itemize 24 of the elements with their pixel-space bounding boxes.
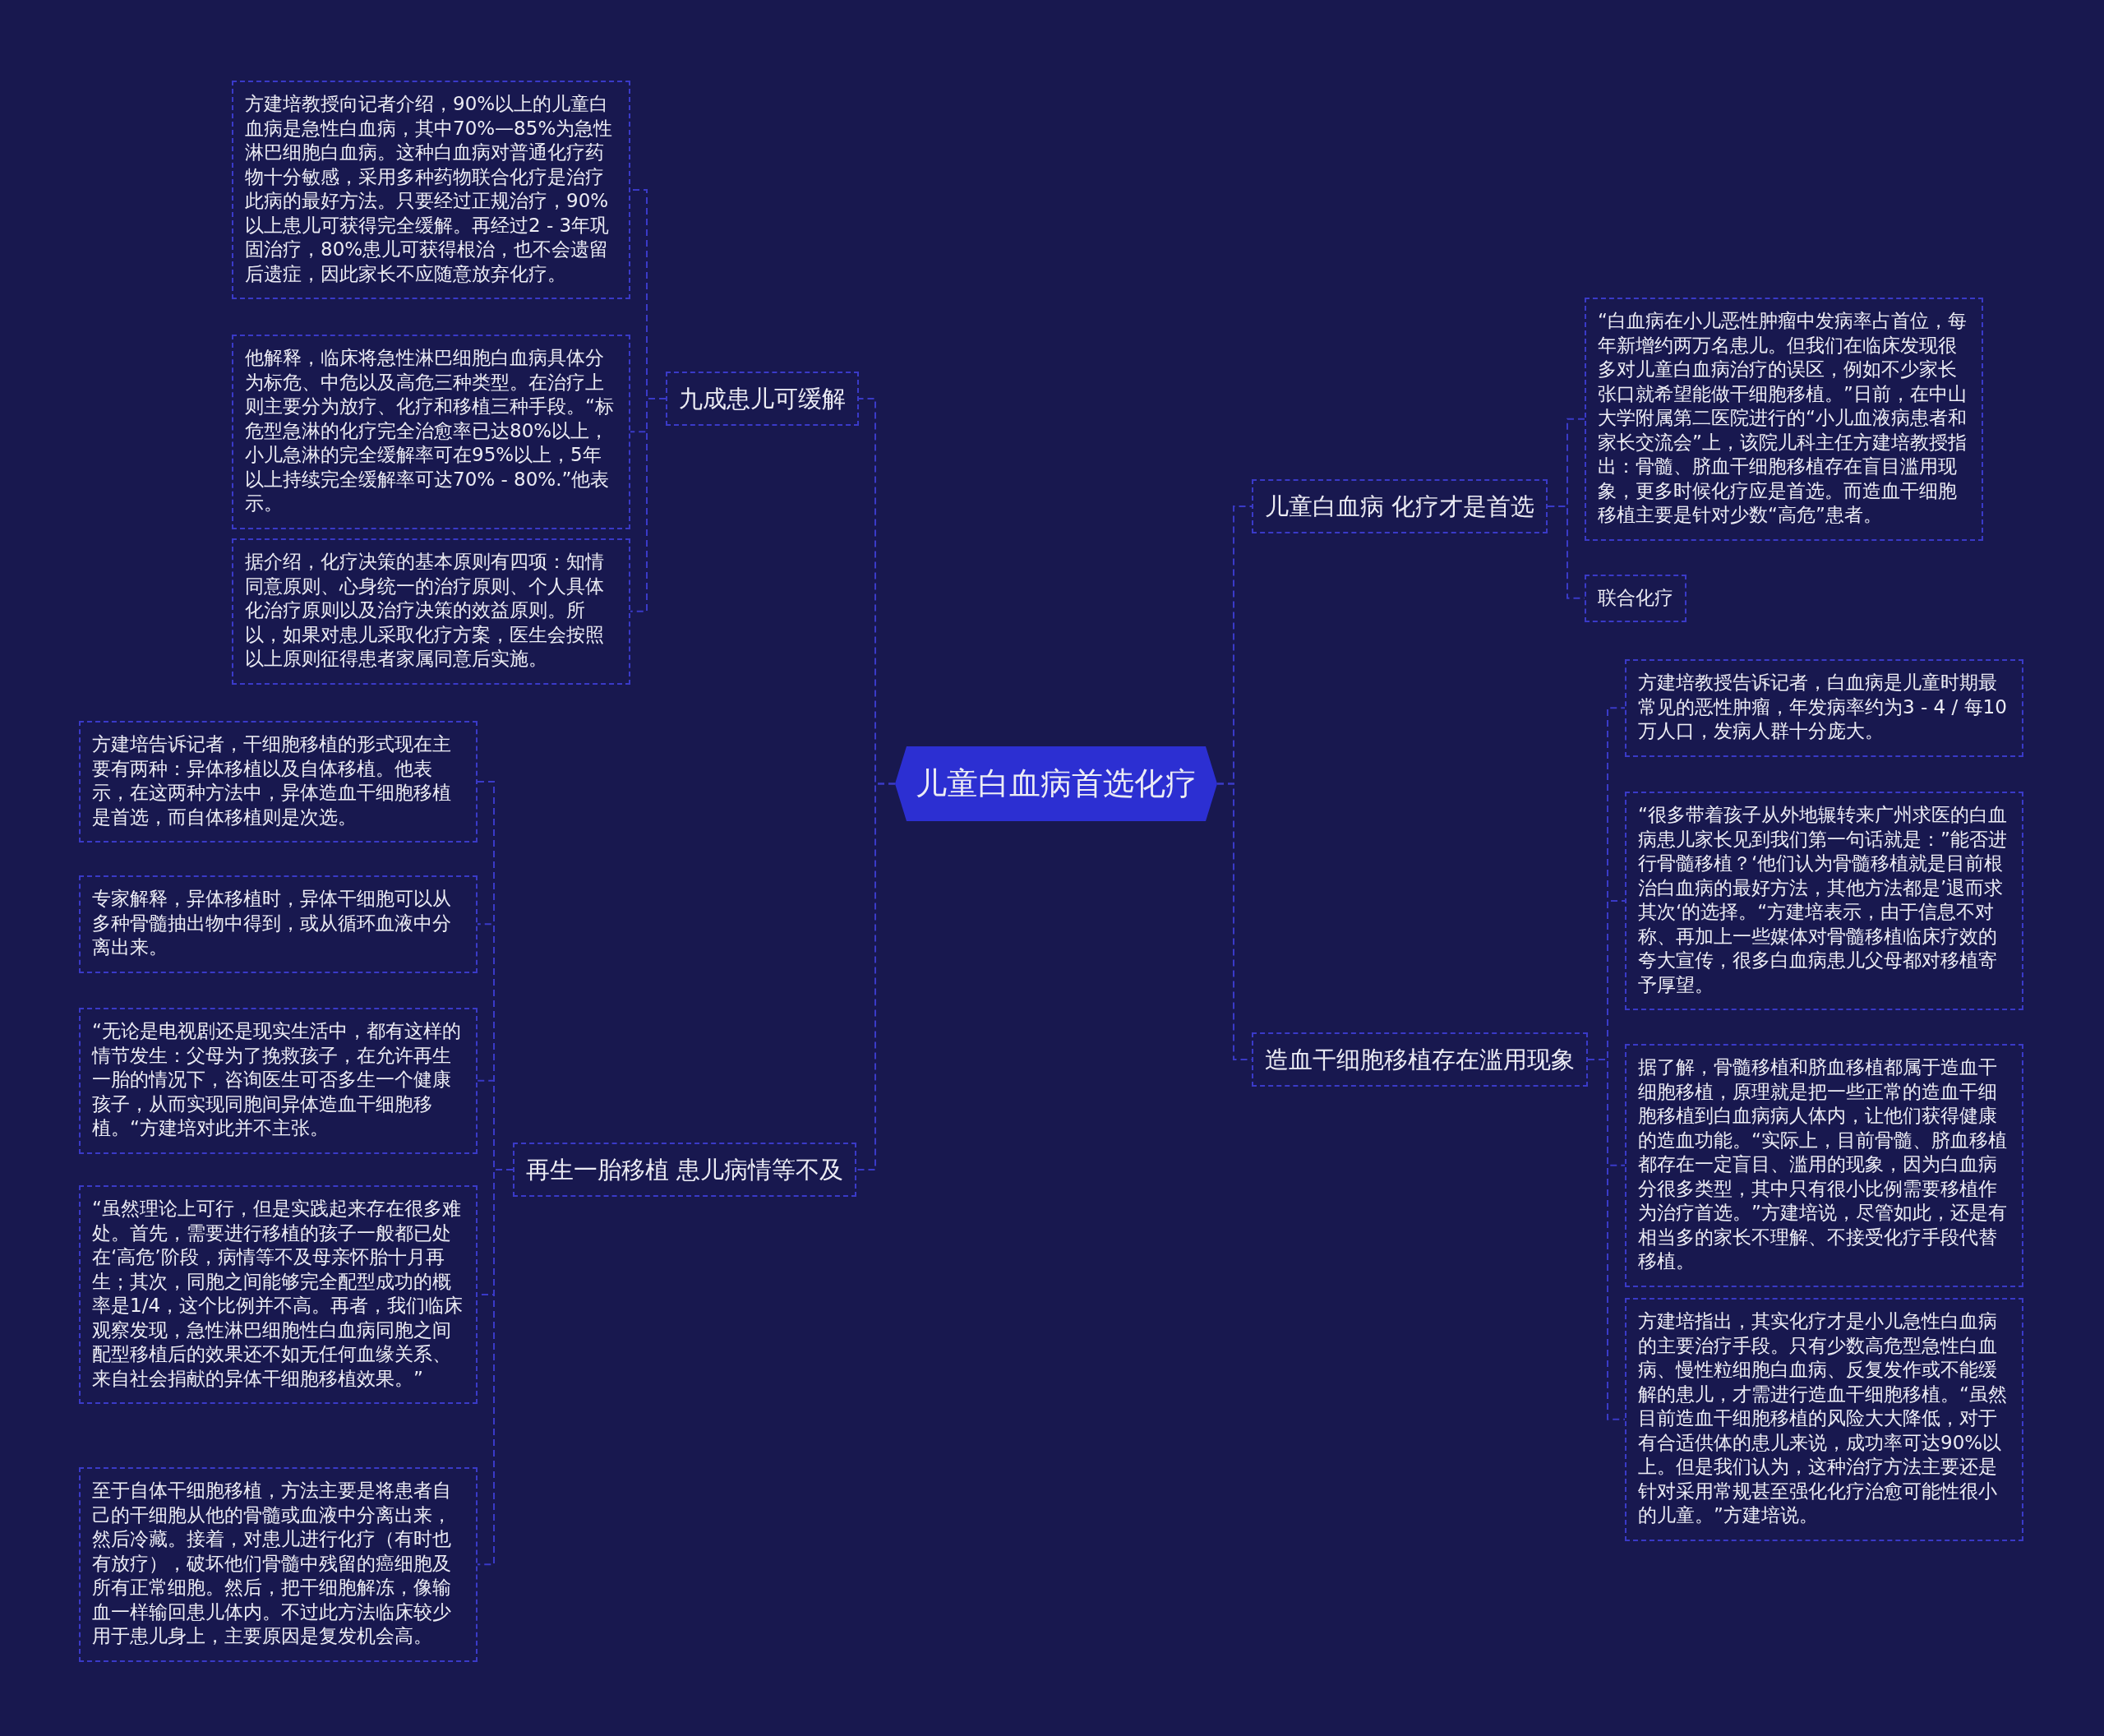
text-box: 至于自体干细胞移植，方法主要是将患者自己的干细胞从他的骨髓或血液中分离出来，然后冷藏。接着，对患儿进行化疗（有时也有放疗），破坏他们骨髓中残留的癌细胞及所有正常细胞。然后，把干细胞解冻，像输血一样输回患儿体内。不过此方法临床较少用于患儿身上，主要原因是复发机会高。 [79, 1467, 478, 1662]
topic-box: 九成患儿可缓解 [666, 372, 859, 426]
text-box: 方建培告诉记者，干细胞移植的形式现在主要有两种：异体移植以及自体移植。他表示，在这两种方法中，异体造血干细胞移植是首选，而自体移植则是次选。 [79, 721, 478, 843]
text-box: “白血病在小儿恶性肿瘤中发病率占首位，每年新增约两万名患儿。但我们在临床发现很多对儿童白血病治疗的误区，例如不少家长张口就希望能做干细胞移植。”日前，在中山大学附属第二医院进行的“小儿血液病患者和家长交流会”上，该院儿科主任方建培教授指出：骨髓、脐血干细胞移植存在盲目滥用现象，更多时候化疗应是首选。而造血干细胞移植主要是针对少数“高危”患者。 [1585, 298, 1983, 541]
text-box: “很多带着孩子从外地辗转来广州求医的白血病患儿家长见到我们第一句话就是：”能否进行骨髓移植？‘他们认为骨髓移植就是目前根治白血病的最好方法，其他方法都是’退而求其次‘的选择。“方建培表示，由于信息不对称、再加上一些媒体对骨髓移植临床疗效的夸大宣传，很多白血病患儿父母都对移植寄予厚望。 [1625, 792, 2023, 1010]
text-box: 方建培指出，其实化疗才是小儿急性白血病的主要治疗手段。只有少数高危型急性白血病、慢性粒细胞白血病、反复发作或不能缓解的患儿，才需进行造血干细胞移植。“虽然目前造血干细胞移植的风险大大降低，对于有合适供体的患儿来说，成功率可达90%以上。但是我们认为，这种治疗方法主要还是针对采用常规甚至强化化疗治愈可能性很小的儿童。”方建培说。 [1625, 1298, 2023, 1541]
connector-line [856, 783, 896, 1170]
central-topic: 儿童白血病首选化疗 [895, 746, 1217, 821]
topic-box: 造血干细胞移植存在滥用现象 [1252, 1032, 1588, 1087]
connector-line [1547, 506, 1585, 599]
text-box: 方建培教授向记者介绍，90%以上的儿童白血病是急性白血病，其中70%—85%为急性淋巴细胞白血病。这种白血病对普通化疗药物十分敏感，采用多种药物联合化疗是治疗此病的最好方法。只要经过正规治疗，90%以上患儿可获得完全缓解。再经过2 - 3年巩固治疗，80%患儿可获得根治，也不会遗留后遗症，因此家长不应随意放弃化疗。 [232, 81, 630, 299]
text-box: “无论是电视剧还是现实生活中，都有这样的情节发生：父母为了挽救孩子，在允许再生一胎的情况下，咨询医生可否多生一个健康孩子，从而实现同胞间异体造血干细胞移植。“方建培对此并不主张。 [79, 1008, 478, 1154]
text-box: 专家解释，异体移植时，异体干细胞可以从多种骨髓抽出物中得到，或从循环血液中分离出来。 [79, 875, 478, 973]
topic-box: 联合化疗 [1585, 575, 1686, 622]
text-box: 据了解，骨髓移植和脐血移植都属于造血干细胞移植，原理就是把一些正常的造血干细胞移植到白血病病人体内，让他们获得健康的造血功能。“实际上，目前骨髓、脐血移植都存在一定盲目、滥用的现象，因为白血病分很多类型，其中只有很小比例需要移植作为治疗首选。”方建培说，尽管如此，还是有相当多的家长不理解、不接受化疗手段代替移植。 [1625, 1044, 2023, 1287]
topic-box: 再生一胎移植 患儿病情等不及 [513, 1143, 857, 1197]
text-box: 他解释，临床将急性淋巴细胞白血病具体分为标危、中危以及高危三种类型。在治疗上则主要分为放疗、化疗和移植三种手段。“标危型急淋的化疗完全治愈率已达80%以上，小儿急淋的完全缓解率可在95%以上，5年以上持续完全缓解率可达70% - 80%.”他表示。 [232, 335, 630, 529]
text-box: 据介绍，化疗决策的基本原则有四项：知情同意原则、心身统一的治疗原则、个人具体化治疗原则以及治疗决策的效益原则。所以，如果对患儿采取化疗方案，医生会按照以上原则征得患者家属同意后实施。 [232, 538, 630, 685]
connector-line [477, 1169, 514, 1566]
topic-box: 儿童白血病 化疗才是首选 [1252, 479, 1548, 533]
text-box: “虽然理论上可行，但是实践起来存在很多难处。首先，需要进行移植的孩子一般都已处在‘高危’阶段，病情等不及母亲怀胎十月再生；其次，同胞之间能够完全配型成功的概率是1/4，这个比例并不高。再者，我们临床观察发现，急性淋巴细胞性白血病同胞之间配型移植后的效果还不如无任何血缘关系、来自社会捐献的异体干细胞移植效果。” [79, 1185, 478, 1404]
text-box: 方建培教授告诉记者，白血病是儿童时期最常见的恶性肿瘤，年发病率约为3 - 4 / 每10万人口，发病人群十分庞大。 [1625, 659, 2023, 757]
connector-line [630, 398, 667, 612]
connector-line [1587, 1059, 1626, 1420]
